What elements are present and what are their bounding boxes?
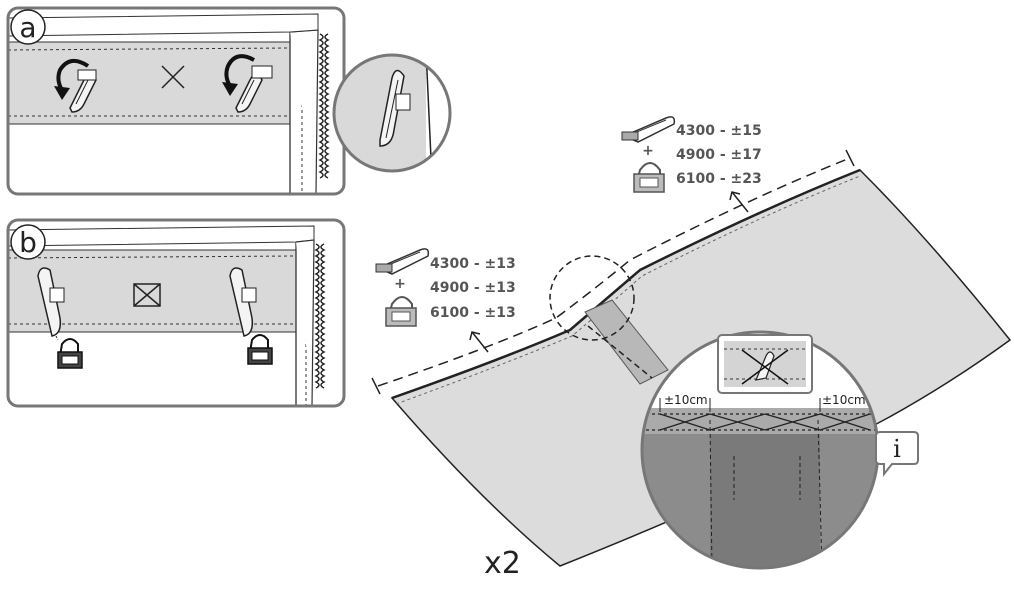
runner-icon <box>57 338 83 369</box>
zoom-hook-detail <box>332 53 452 173</box>
center-x-mark <box>161 65 185 89</box>
plus-sign-right: + <box>642 143 654 159</box>
panel-b: b <box>6 218 346 408</box>
quantity-legend-left: 4300 - ±13 + 4900 - ±13 6100 - ±13 <box>375 248 516 327</box>
spacing-label-left: ±10cm <box>664 393 708 407</box>
rotate-arrow-icon <box>224 54 255 88</box>
prohibited-x-icon <box>741 349 789 385</box>
zipper-edge <box>314 243 326 389</box>
panel-b-badge <box>10 224 46 260</box>
plus-sign-left: + <box>394 276 406 292</box>
quantity-right-4900: 4900 - ±17 <box>676 147 762 163</box>
center-x-mark <box>133 283 161 307</box>
seam-detail-marker <box>549 255 635 341</box>
panel-a-badge <box>10 9 46 45</box>
hook-rotating-left <box>69 69 97 113</box>
quantity-right-6100: 6100 - ±23 <box>676 171 762 187</box>
runner-icon <box>247 334 273 365</box>
hook-icon <box>375 248 430 275</box>
zipper-edge <box>318 33 330 179</box>
runner-icon <box>385 296 417 327</box>
panel-a: a <box>6 6 346 196</box>
multiplier-label: x2 <box>484 546 521 581</box>
panel-a-label: a <box>19 11 36 44</box>
runner-icon <box>633 162 665 193</box>
quantity-left-4900: 4900 - ±13 <box>430 280 516 296</box>
spacing-label-right: ±10cm <box>822 393 866 407</box>
length-arrow-right <box>729 191 749 213</box>
info-icon: i <box>893 435 901 463</box>
quantity-left-4300: 4300 - ±13 <box>430 256 516 272</box>
quantity-right-4300: 4300 - ±15 <box>676 123 762 139</box>
no-hook-on-seam-inset <box>717 334 813 394</box>
rotate-arrow-icon <box>56 58 90 92</box>
hook-right <box>229 267 257 337</box>
seam-band <box>584 299 669 385</box>
hook-rotating-right <box>235 65 273 113</box>
panel-b-label: b <box>19 226 37 259</box>
length-arrow-left <box>469 331 489 353</box>
quantity-left-6100: 6100 - ±13 <box>430 305 516 321</box>
hook-left <box>37 267 65 337</box>
quantity-legend-right: 4300 - ±15 + 4900 - ±17 6100 - ±23 <box>621 116 762 193</box>
hook-icon <box>621 116 676 143</box>
info-badge: i <box>875 431 919 477</box>
